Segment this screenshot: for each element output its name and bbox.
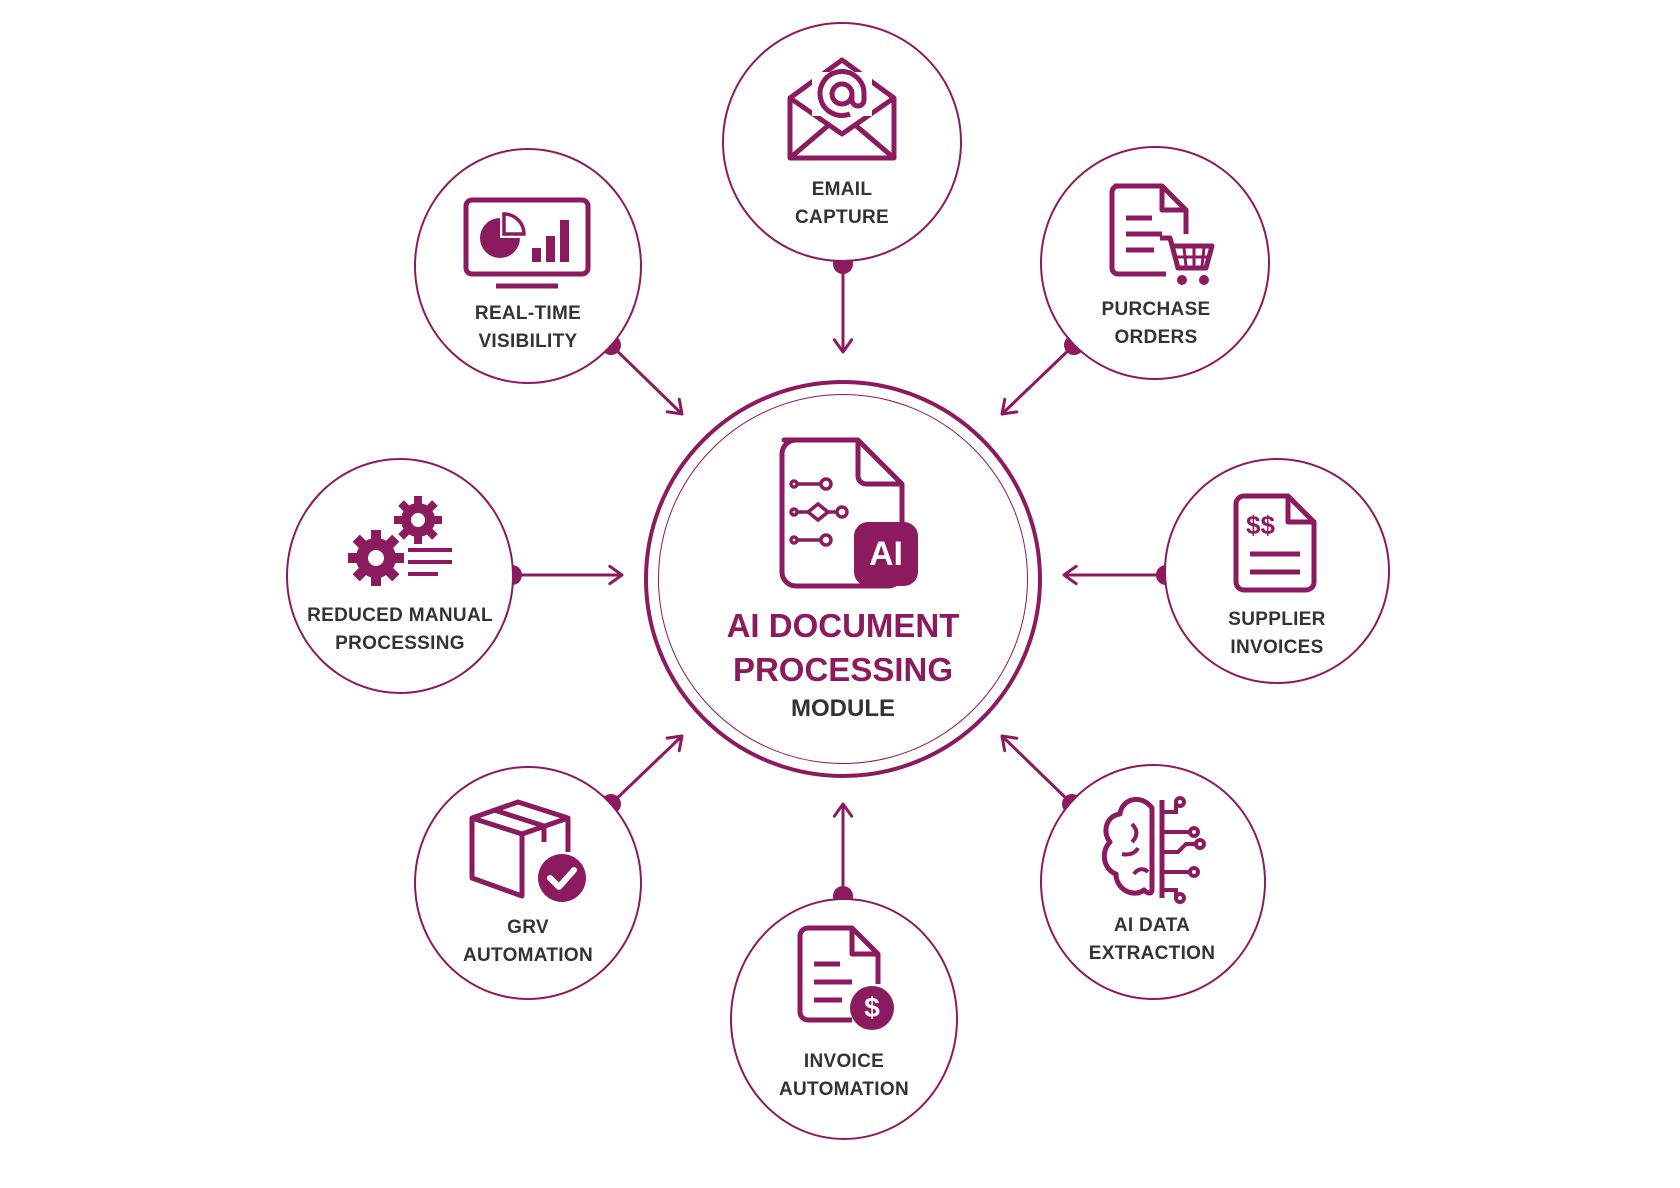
invoice-document-icon [1233,493,1317,593]
document-dollar-icon [797,925,894,1030]
supplier-invoices-label-1: SUPPLIER [1228,609,1326,630]
connector-email-capture [832,254,854,354]
ai-badge-text: AI [869,535,903,573]
ai-data-extraction-label-1: AI DATA [1113,915,1191,936]
real-time-visibility-label-2: VISIBILITY [478,331,578,352]
hub-title-line2: PROCESSING [732,651,954,688]
purchase-orders-label-1: PURCHASE [1101,299,1211,320]
monitor-chart-icon [463,197,591,289]
connector-arrowhead [665,734,684,753]
hub-title-line1: AI DOCUMENT [726,607,960,644]
node-real-time-visibility [414,148,642,384]
connector-arrowhead [665,397,684,416]
node-reduced-manual-processing [286,458,514,694]
connector-arrowhead [1000,397,1019,416]
reduced-manual-processing-label-1: REDUCED MANUAL [307,605,493,626]
connector-reduced-manual-processing [502,564,624,586]
connector-supplier-invoices [1062,564,1176,586]
supplier-invoices-label-2: INVOICES [1230,637,1324,658]
email-envelope-icon [787,57,897,161]
gears-icon [348,496,452,586]
dollar-sign-glyph: $ [864,992,880,1023]
connector-line [609,734,684,806]
connector-invoice-automation [832,802,854,906]
email-capture-label-1: EMAIL [811,179,873,200]
connector-line [1000,343,1076,416]
ai-document-icon [779,437,918,589]
grv-automation-label-2: AUTOMATION [462,945,593,966]
dollar-glyphs: $$ [1246,510,1275,540]
connector-grv-automation [601,734,684,814]
email-capture-label-2: CAPTURE [795,207,889,228]
grv-automation-label-1: GRV [507,917,549,938]
invoice-automation-label-2: AUTOMATION [778,1079,909,1100]
connector-arrowhead [1062,564,1078,586]
connector-arrowhead [1000,734,1019,753]
connector-arrowhead [832,338,854,354]
invoice-automation-label-1: INVOICE [803,1051,885,1072]
ai-data-extraction-label-2: EXTRACTION [1088,943,1216,964]
connector-arrowhead [608,564,624,586]
box-check-icon [469,799,586,902]
connector-line [1000,734,1074,806]
connector-line [609,343,684,416]
document-cart-icon [1109,183,1215,285]
brain-circuit-icon [1101,796,1206,904]
reduced-manual-processing-label-2: PROCESSING [335,633,465,654]
purchase-orders-label-2: ORDERS [1114,327,1198,348]
hub-subtitle: MODULE [791,695,895,722]
hub-inner-ring [658,394,1028,764]
connector-arrowhead [832,802,854,818]
real-time-visibility-label-1: REAL-TIME [474,303,582,324]
